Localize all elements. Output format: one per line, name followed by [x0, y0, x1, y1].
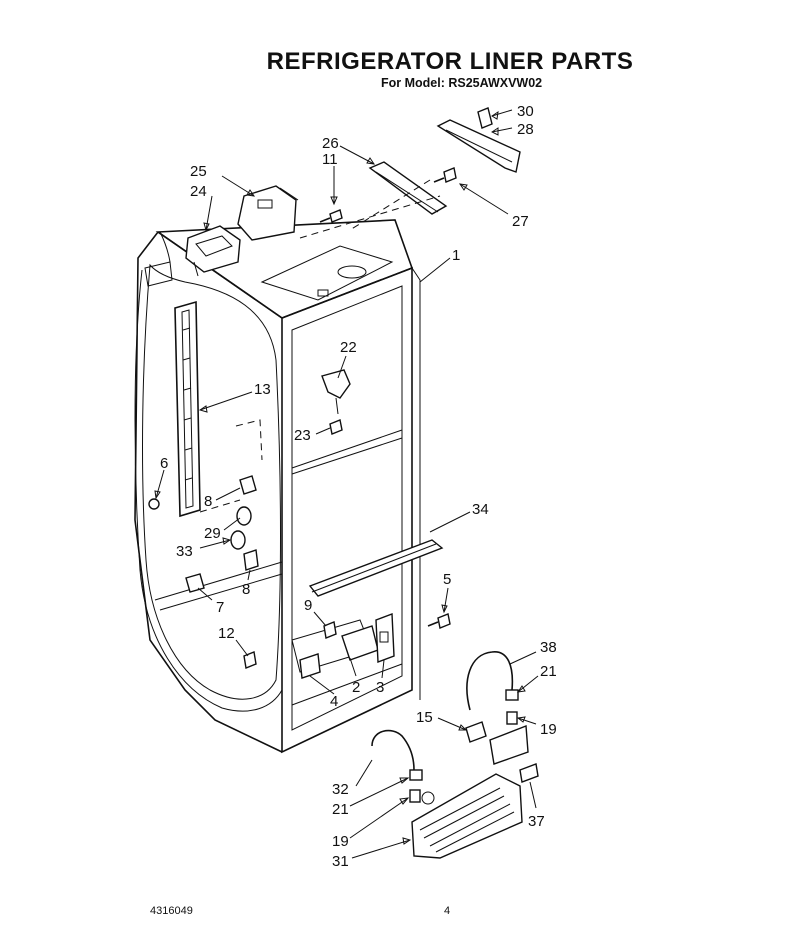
part-19-fitting-upper: [506, 711, 518, 725]
callout-19-upper: 19: [540, 721, 557, 738]
callout-32: 32: [332, 781, 349, 798]
part-2-bracket: [341, 625, 379, 661]
part-21-clamp-lower: [409, 769, 423, 781]
callout-13: 13: [254, 381, 271, 398]
callout-8-upper: 8: [204, 493, 212, 510]
callout-31: 31: [332, 853, 349, 870]
part-27-screw: [433, 167, 457, 183]
callout-6: 6: [160, 455, 168, 472]
callout-25: 25: [190, 163, 207, 180]
leader-lines: [154, 109, 539, 859]
callout-labels: 30 28 26 11 25 24 27 1 22 13 23 6 8 29 3…: [160, 103, 557, 870]
part-33-bulb: [230, 530, 246, 550]
liner-cabinet: [134, 219, 421, 754]
part-22-bracket: [321, 369, 351, 415]
part-32-tube: [371, 729, 415, 771]
callout-15: 15: [416, 709, 433, 726]
callout-28: 28: [517, 121, 534, 138]
callout-21-upper: 21: [540, 663, 557, 680]
part-23-screw: [329, 419, 343, 435]
callout-34: 34: [472, 501, 489, 518]
part-8-support-lower: [243, 549, 259, 571]
callout-3: 3: [376, 679, 384, 696]
part-3-hinge-block: [375, 613, 395, 663]
callout-22: 22: [340, 339, 357, 356]
page-number: 4: [444, 905, 451, 917]
part-19-fitting-lower: [409, 789, 421, 803]
part-37-valve-tee: [489, 725, 539, 783]
part-7-hinge: [185, 573, 205, 593]
callout-19-lower: 19: [332, 833, 349, 850]
part-6-screw: [148, 498, 160, 510]
callout-26: 26: [322, 135, 339, 152]
callout-21-lower: 21: [332, 801, 349, 818]
part-31-drain-pan: [411, 773, 523, 859]
part-9-screw: [323, 621, 337, 639]
callout-8-lower: 8: [242, 581, 250, 598]
part-24-control-housing: [185, 225, 241, 277]
part-13-shelf-rail: [174, 300, 201, 518]
page-title: REFRIGERATOR LINER PARTS: [266, 48, 634, 75]
callout-1: 1: [452, 247, 460, 264]
part-25-bracket: [237, 185, 299, 241]
part-4-cover: [299, 653, 321, 679]
callout-24: 24: [190, 183, 207, 200]
callout-27: 27: [512, 213, 529, 230]
callout-23: 23: [294, 427, 311, 444]
part-5-screw: [427, 613, 451, 629]
part-28-rail: [436, 119, 521, 173]
callout-29: 29: [204, 525, 221, 542]
callout-9: 9: [304, 597, 312, 614]
part-21-clamp-upper: [505, 689, 519, 701]
model-subtitle: For Model: RS25AWXVW02: [381, 76, 543, 90]
callout-37: 37: [528, 813, 545, 830]
part-29-light-socket: [236, 506, 252, 526]
document-number: 4316049: [150, 905, 193, 917]
part-38-tube: [466, 651, 514, 711]
callout-5: 5: [443, 571, 451, 588]
part-8-support-upper: [239, 475, 257, 495]
callout-7: 7: [216, 599, 224, 616]
callout-30: 30: [517, 103, 534, 120]
callout-11: 11: [322, 151, 338, 168]
part-30-clip: [477, 107, 493, 129]
part-34-shelf-trim: [308, 539, 444, 597]
callout-2: 2: [352, 679, 360, 696]
part-11-screw: [319, 209, 343, 223]
callout-12: 12: [218, 625, 235, 642]
callout-33: 33: [176, 543, 193, 560]
part-12-screw: [243, 651, 257, 669]
part-15-connector: [465, 721, 487, 743]
part-26-rail: [368, 161, 448, 215]
callout-38: 38: [540, 639, 557, 656]
callout-4: 4: [330, 693, 338, 710]
